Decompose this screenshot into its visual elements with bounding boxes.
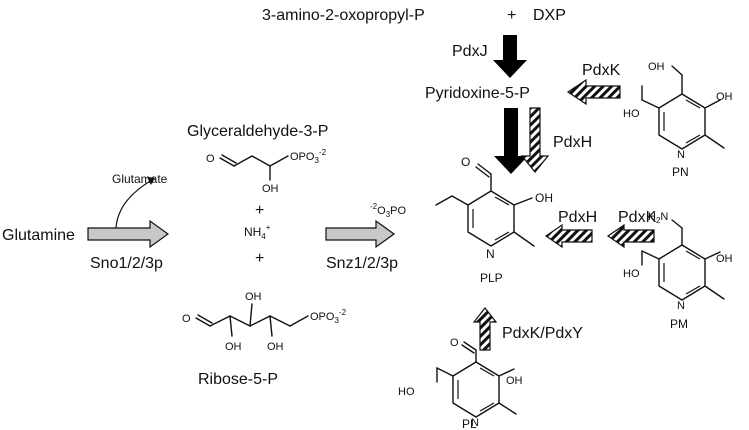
pn-nitrogen: N <box>677 149 685 161</box>
ammonium-nh: NH <box>244 225 261 239</box>
ribose-oh-1: OH <box>225 341 242 353</box>
glyceraldehyde-o: O <box>206 153 215 165</box>
pm-oh-right: OH <box>716 253 733 265</box>
pm-ho-left: HO <box>623 268 640 280</box>
substrate-aminooxopropyl-p: 3-amino-2-oxopropyl-P <box>262 7 425 24</box>
pm-nitrogen: N <box>677 300 685 312</box>
r5p-opo: OPO <box>310 311 335 323</box>
glyceraldehyde-structure: O OH OPO3-2 <box>206 148 327 195</box>
plp-oh: OH <box>535 191 553 205</box>
ribose-5p-structure: O OH OH OH OPO3-2 <box>182 291 347 353</box>
glyceraldehyde-phosphate: OPO3-2 <box>290 148 327 165</box>
pdxk-top-arrow <box>566 78 621 106</box>
compound-pl: PL <box>462 417 477 430</box>
substrate-dxp: DXP <box>533 7 566 24</box>
plp-phos-charge: -2 <box>370 202 378 211</box>
metabolite-glutamine: Glutamine <box>2 227 75 244</box>
compound-pm-label: PM <box>670 317 688 331</box>
r5p-opo-charge: -2 <box>339 308 347 317</box>
glyceraldehyde-oh: OH <box>262 183 279 195</box>
pn-ho-left: HO <box>623 108 640 120</box>
enzyme-pdxk-mid-label: PdxK <box>618 209 657 226</box>
plp-nitrogen: N <box>486 247 495 261</box>
metabolite-ribose-5p: Ribose-5-P <box>198 371 278 388</box>
pl-oh-right: OH <box>506 375 523 387</box>
pm-structure: H2N OH HO N PM <box>623 211 733 331</box>
pn-oh-top: OH <box>648 61 665 73</box>
plus-sign-top: + <box>507 7 516 24</box>
glutamate-branch-head <box>147 177 155 185</box>
compound-pn-label: PN <box>672 165 689 179</box>
plus-sign-2: + <box>255 250 264 267</box>
metabolite-pyridoxine-5p: Pyridoxine-5-P <box>425 85 530 102</box>
pdxh-mid-arrow <box>544 223 593 249</box>
ribose-aldehyde-o: O <box>182 313 191 325</box>
enzyme-pdxk-top-label: PdxK <box>582 62 621 79</box>
pn-oh-right: OH <box>716 91 733 103</box>
g3p-opo: OPO <box>290 151 315 163</box>
ribose-phosphate: OPO3-2 <box>310 308 347 325</box>
pm-amine-h: H <box>648 211 656 223</box>
plp-aldehyde-o: O <box>461 155 470 169</box>
ammonium-sub: 4 <box>261 232 266 241</box>
r5p-opo-sub: 3 <box>334 316 339 325</box>
enzyme-snz-label: Snz1/2/3p <box>326 255 398 272</box>
enzyme-pdxh-mid-label: PdxH <box>558 209 597 226</box>
ammonium: NH4+ <box>244 223 271 241</box>
g3p-opo-sub: 3 <box>314 156 319 165</box>
metabolite-glutamate: Glutamate <box>112 172 168 186</box>
metabolite-glyceraldehyde-3p: Glyceraldehyde-3-P <box>187 123 328 140</box>
pdxk-pdxy-arrow <box>472 307 498 351</box>
ribose-oh-2: OH <box>245 291 262 303</box>
pdxk-mid-arrow <box>606 223 655 249</box>
pyridoxine-to-plp-arrow <box>494 108 528 174</box>
plp-structure: O OH N -2O3PO PLP <box>370 155 553 285</box>
enzyme-pdxk-pdxy-label: PdxK/PdxY <box>502 325 583 342</box>
g3p-opo-charge: -2 <box>319 148 327 157</box>
sno-arrow <box>87 219 170 249</box>
enzyme-sno-label: Sno1/2/3p <box>90 255 163 272</box>
pm-amine-sub: 2 <box>656 216 661 225</box>
pl-structure: O OH HO N <box>398 337 523 429</box>
compound-plp-label: PLP <box>480 271 503 285</box>
ribose-oh-3: OH <box>267 341 284 353</box>
plus-sign-1: + <box>255 202 264 219</box>
plp-phos-sub: 3 <box>386 210 391 219</box>
pl-ho-left: HO <box>398 386 415 398</box>
pm-amine: H2N <box>648 211 668 225</box>
plp-phos-po: PO <box>390 205 406 217</box>
pl-aldehyde-o: O <box>450 337 459 349</box>
plp-phos-o: O <box>377 205 386 217</box>
pdxh-top-arrow <box>520 107 550 173</box>
pdxj-arrow <box>493 35 527 78</box>
snz-arrow <box>325 219 396 249</box>
ammonium-charge: + <box>266 223 271 232</box>
pl-nitrogen: N <box>471 417 479 429</box>
enzyme-pdxj-label: PdxJ <box>452 43 488 60</box>
enzyme-pdxh-top-label: PdxH <box>553 134 592 151</box>
pn-structure: OH OH HO N PN <box>623 61 733 179</box>
pm-amine-n: N <box>660 211 668 223</box>
plp-phosphate: -2O3PO <box>370 202 406 219</box>
glutamate-branch-curve <box>115 179 153 229</box>
